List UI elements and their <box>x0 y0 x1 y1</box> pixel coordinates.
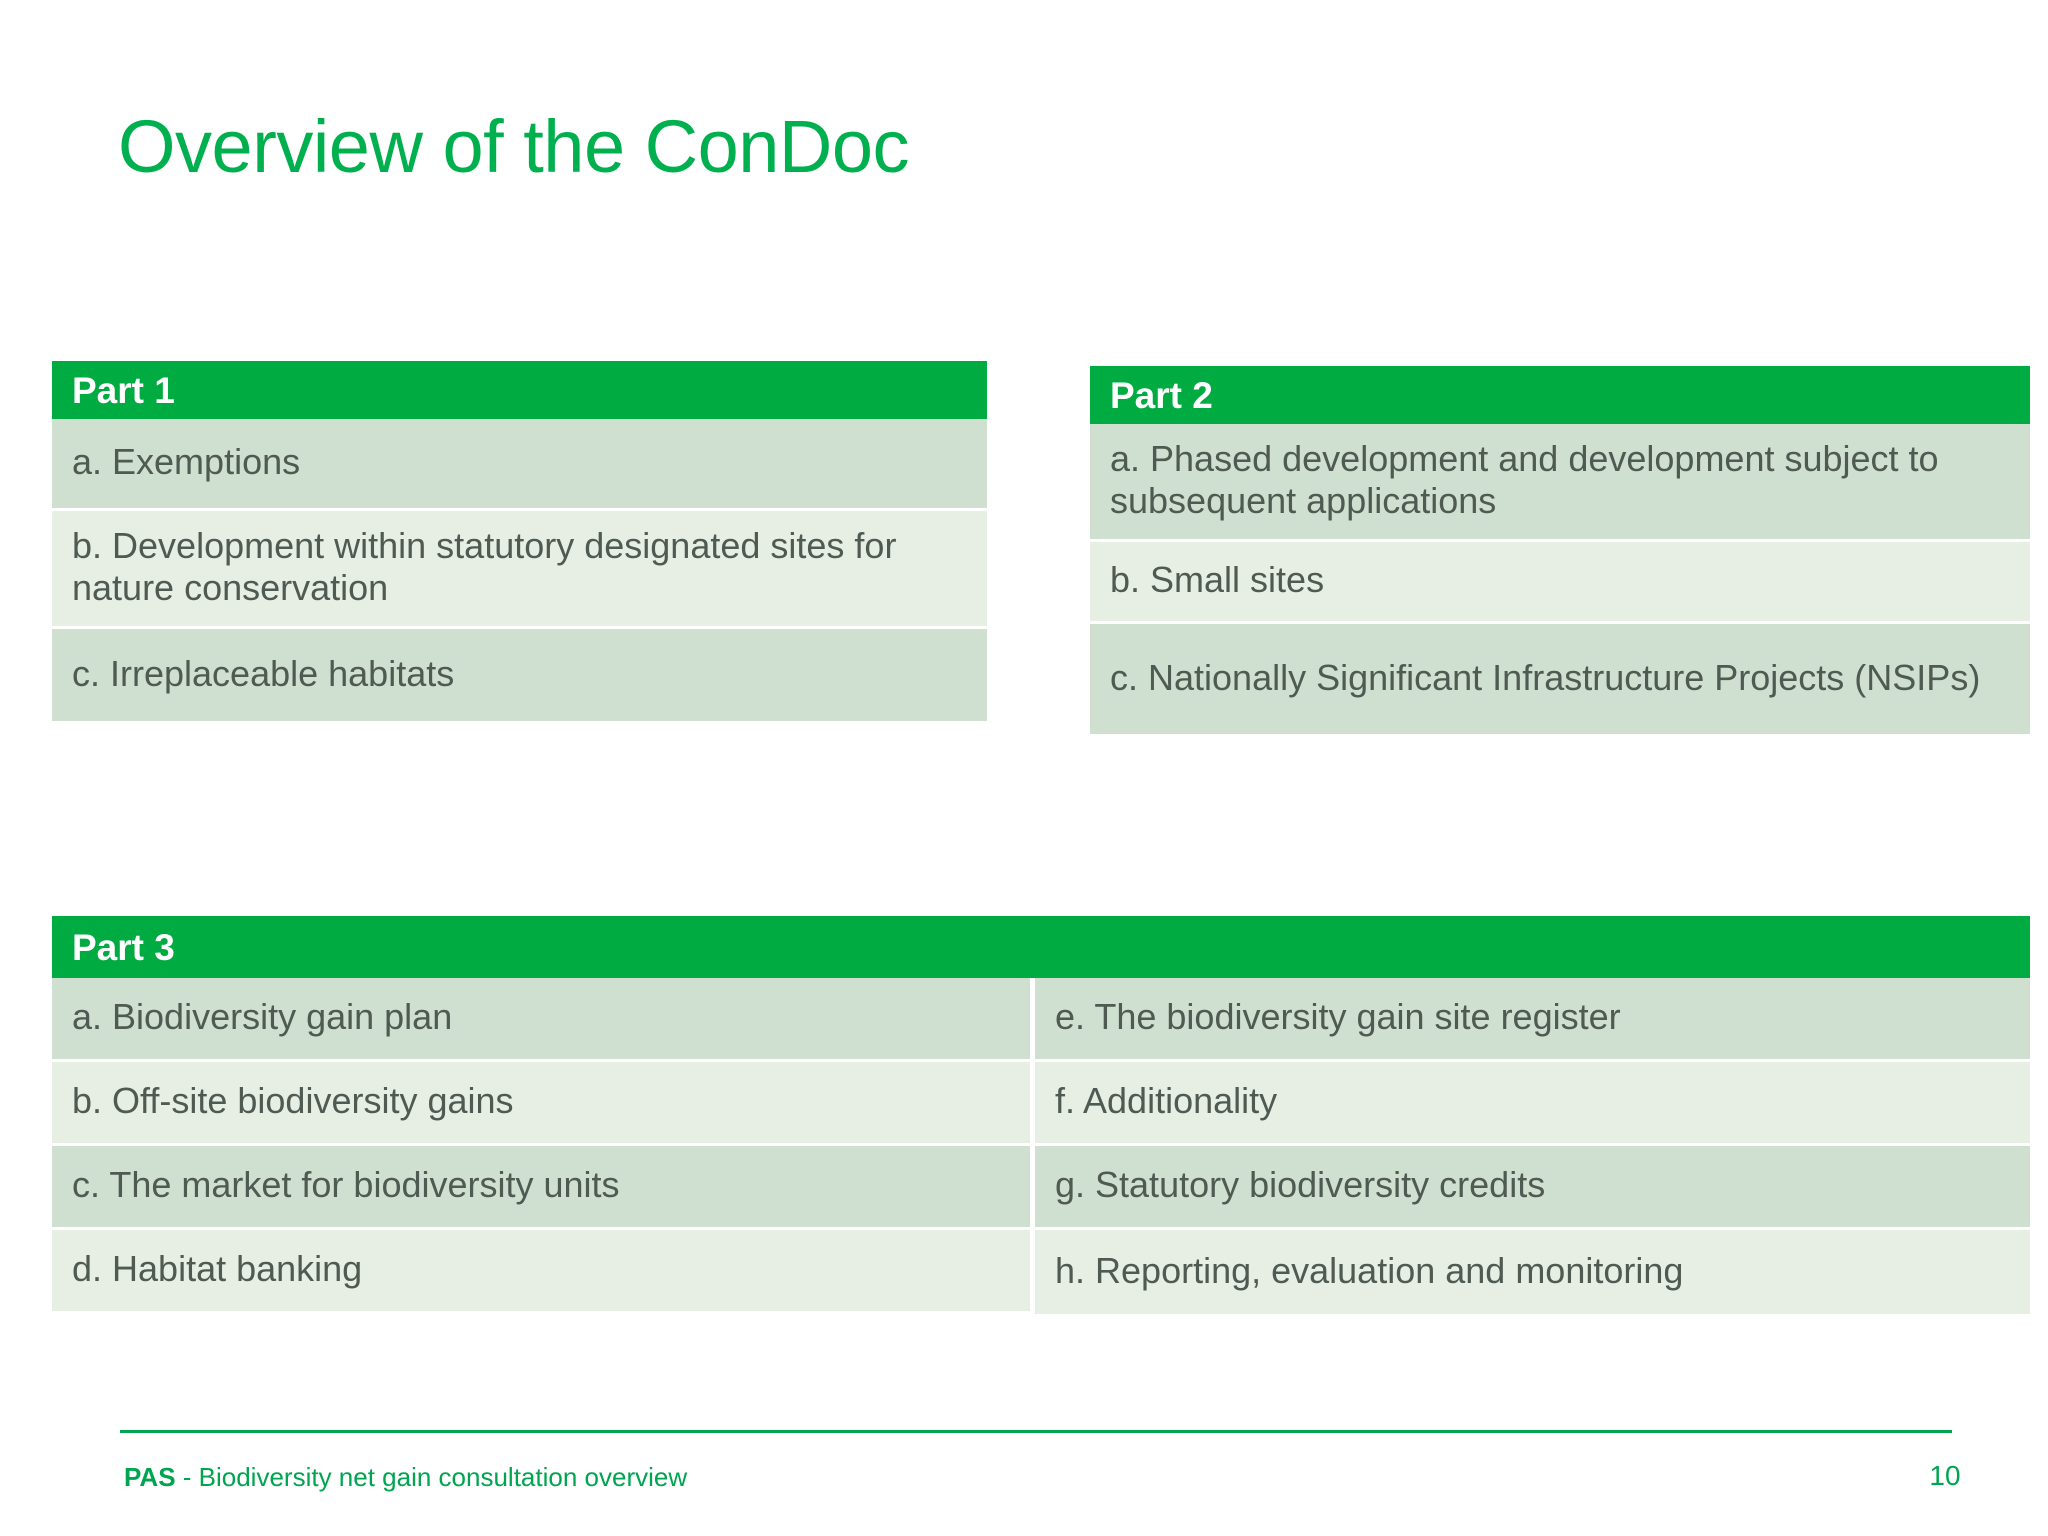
table-row[interactable]: c. Nationally Significant Infrastructure… <box>1090 623 2030 734</box>
table-row[interactable]: h. Reporting, evaluation and monitoring <box>1035 1230 2030 1314</box>
part-3-header: Part 3 <box>52 916 2030 978</box>
part-2-header: Part 2 <box>1090 366 2030 424</box>
table-row[interactable]: a. Exemptions <box>52 419 987 511</box>
table-row[interactable]: b. Development within statutory designat… <box>52 511 987 629</box>
footer-caption: PAS - Biodiversity net gain consultation… <box>124 1462 687 1493</box>
part-2-body: a. Phased development and development su… <box>1090 424 2030 734</box>
page-title: Overview of the ConDoc <box>118 105 910 188</box>
footer-divider <box>120 1430 1952 1433</box>
part-2-table: Part 2 a. Phased development and develop… <box>1090 366 2030 734</box>
table-row[interactable]: c. The market for biodiversity units <box>52 1146 1035 1230</box>
part-1-body: a. Exemptions b. Development within stat… <box>52 419 987 721</box>
part-1-header: Part 1 <box>52 361 987 419</box>
footer-separator: - <box>175 1462 199 1492</box>
footer-brand: PAS <box>124 1462 176 1492</box>
part-3-table: Part 3 a. Biodiversity gain plan e. The … <box>52 916 2030 1314</box>
footer-subtitle: Biodiversity net gain consultation overv… <box>198 1462 688 1492</box>
page-number: 10 <box>1929 1460 1961 1491</box>
part-3-body: a. Biodiversity gain plan e. The biodive… <box>52 978 2030 1314</box>
table-row[interactable]: f. Additionality <box>1035 1062 2030 1146</box>
table-row[interactable]: b. Off-site biodiversity gains <box>52 1062 1035 1146</box>
part-1-table: Part 1 a. Exemptions b. Development with… <box>52 361 987 721</box>
table-row[interactable]: e. The biodiversity gain site register <box>1035 978 2030 1062</box>
table-row[interactable]: g. Statutory biodiversity credits <box>1035 1146 2030 1230</box>
table-row[interactable]: b. Small sites <box>1090 541 2030 624</box>
table-row[interactable]: d. Habitat banking <box>52 1230 1035 1314</box>
table-row[interactable]: c. Irreplaceable habitats <box>52 628 987 721</box>
table-row[interactable]: a. Phased development and development su… <box>1090 424 2030 542</box>
table-row[interactable]: a. Biodiversity gain plan <box>52 978 1035 1062</box>
